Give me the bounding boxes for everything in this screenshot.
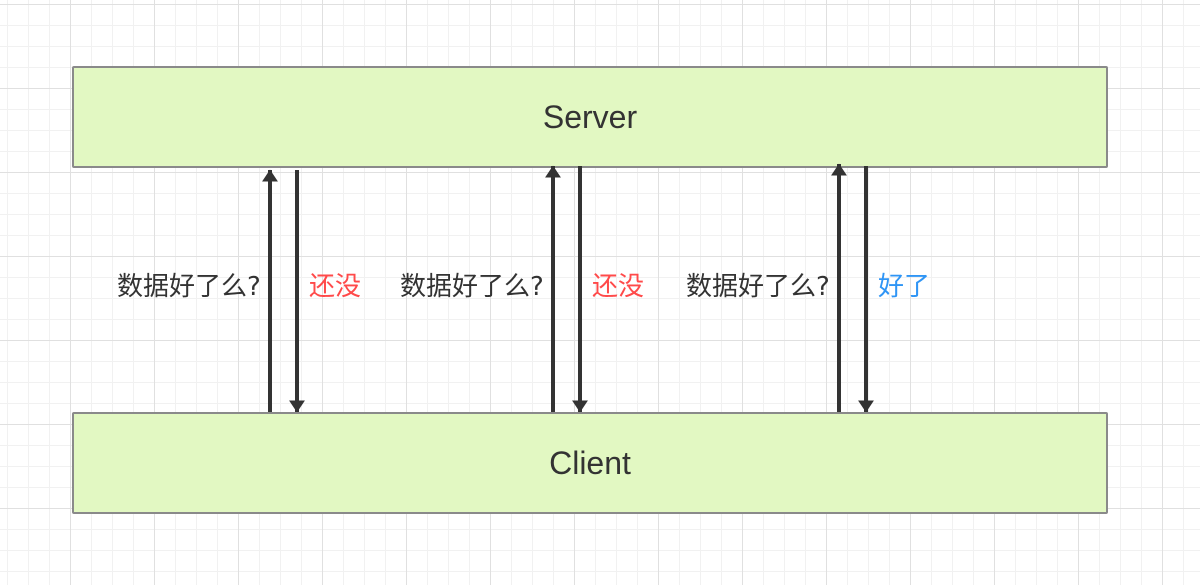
server-label: Server <box>542 98 638 135</box>
answer-label-2: 还没 <box>592 272 645 302</box>
question-label-2: 数据好了么? <box>400 272 544 302</box>
server-box[interactable]: Server <box>72 66 1108 168</box>
answer-label-1: 还没 <box>309 272 362 302</box>
client-label: Client <box>549 444 631 481</box>
answer-label-3: 好了 <box>878 272 931 302</box>
client-box[interactable]: Client <box>72 412 1108 514</box>
question-label-3: 数据好了么? <box>686 272 830 302</box>
question-label-1: 数据好了么? <box>117 272 261 302</box>
